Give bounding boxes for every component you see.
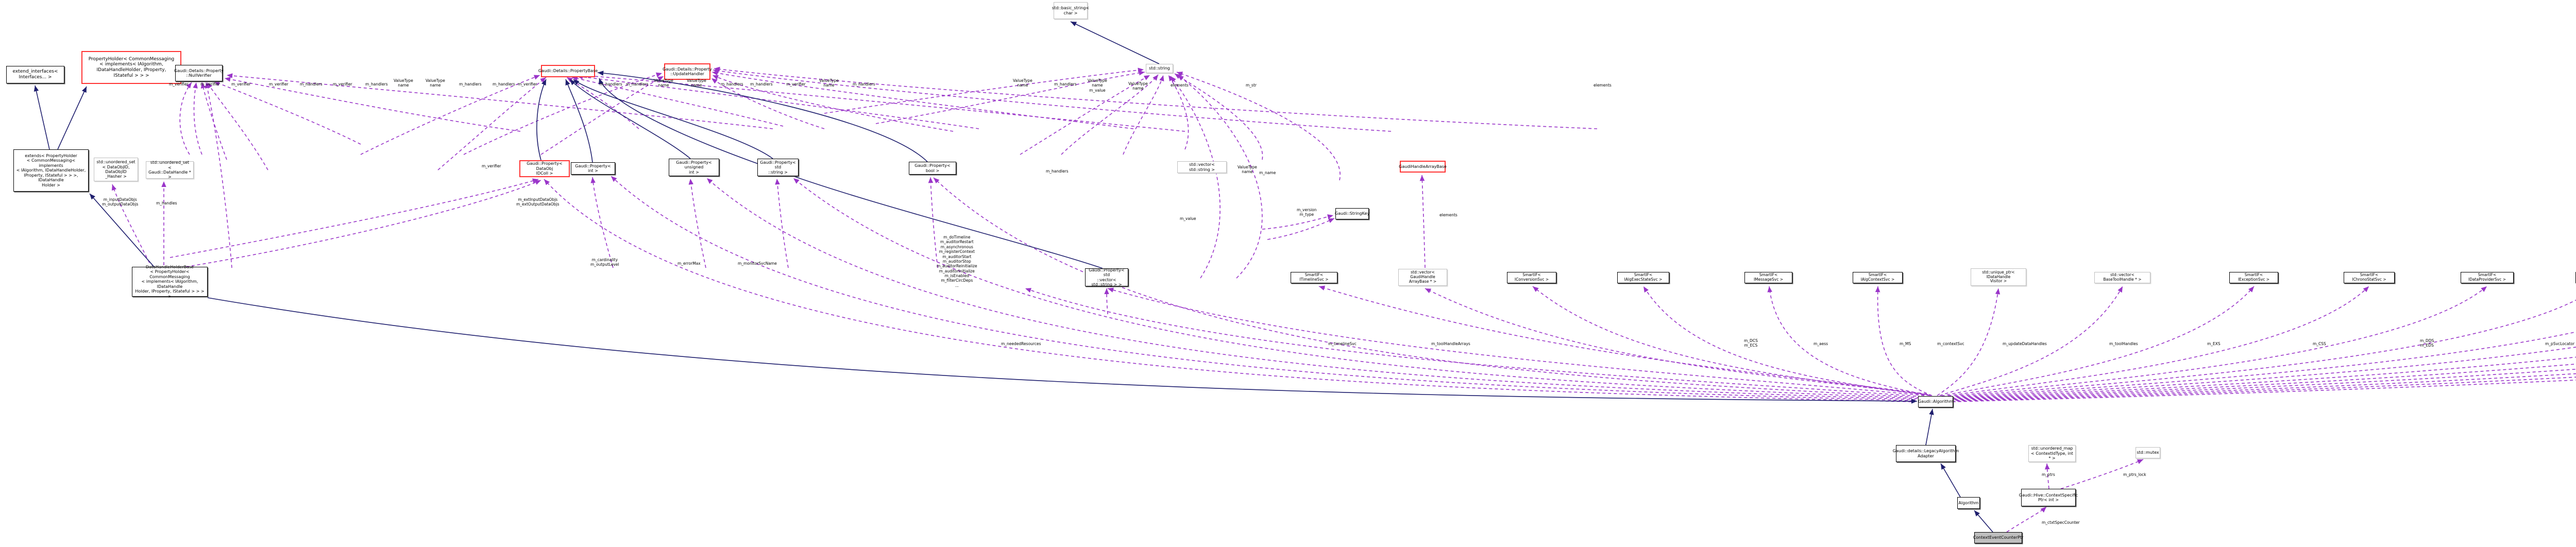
edge-label-lbl-boolprops: m_doTimeline m_auditorRestart m_asynchro… — [937, 235, 977, 288]
edge-label-lbl-monitorsvc: m_monitorSvcName — [738, 261, 777, 266]
class-node-propholder_cm[interactable]: PropertyHolder< CommonMessaging < implem… — [81, 51, 181, 84]
edge-label-lbl-m_name: m_name — [1259, 170, 1276, 175]
edge-label-lbl-m_verifier-3: m_verifier — [231, 82, 251, 87]
edge-label-lbl-vt-7: ValueType name — [1128, 81, 1148, 91]
edge-label-lbl-cardinality: m_cardinality m_outputLevel — [590, 258, 619, 267]
edge-label-lbl-vt-5: ValueType name — [1013, 78, 1032, 88]
class-node-prop_dataobjidcoll[interactable]: Gaudi::Property< DataObj IDColl > — [519, 160, 570, 177]
edge-label-lbl-vt-4: ValueType name — [819, 78, 839, 88]
class-node-extend_interfaces[interactable]: extend_interfaces< Interfaces... > — [6, 66, 64, 83]
class-node-smartif_dataprov[interactable]: SmartIF< IDataProviderSvc > — [2461, 272, 2514, 283]
class-node-umap_ctxid[interactable]: std::unordered_map < ContextIdType, int … — [2028, 445, 2076, 462]
edge-label-lbl-ms: m_MS — [1900, 341, 1911, 346]
class-node-uptr_dhvisitor[interactable]: std::unique_ptr< IDataHandle Visitor > — [1971, 268, 2026, 286]
class-node-dhhb[interactable]: DataHandleHolderBase < PropertyHolder< C… — [132, 265, 208, 299]
class-node-legacy_adapter[interactable]: Gaudi::details::LegacyAlgorithm Adapter — [1893, 445, 1959, 462]
class-node-ctxspecptr[interactable]: Gaudi::Hive::ContextSpecific Ptr< int > — [2019, 489, 2078, 506]
class-node-nullverifier[interactable]: Gaudi::Details::Property ::NullVerifier — [174, 65, 224, 81]
edge-label-lbl-m_verifier-8: m_verifier — [482, 164, 501, 168]
class-node-vec_string[interactable]: std::vector< std::string > — [1177, 161, 1227, 173]
edge-label-lbl-vt-0: ValueType name — [394, 78, 413, 88]
class-node-algorithm[interactable]: Algorithm — [1957, 497, 1980, 509]
class-node-smartif_timeline[interactable]: SmartIF< ITimelineSvc > — [1291, 272, 1337, 283]
class-node-smartif_msg[interactable]: SmartIF< IMessageSvc > — [1744, 272, 1792, 283]
edge-label-lbl-aess: m_aess — [1814, 341, 1828, 346]
edge-label-lbl-dcs-ecs: m_DCS m_ECS — [1744, 338, 1758, 348]
edge-label-lbl-m_verifier-7: m_verifier — [786, 82, 806, 87]
class-node-smartif_algctx[interactable]: SmartIF< IAlgContextSvc > — [1853, 272, 1903, 283]
edge-label-lbl-m_handlers-8: m_handlers — [853, 82, 875, 87]
edge-label-lbl-vt-1: ValueType name — [426, 78, 445, 88]
edge-label-lbl-vt-3: ValueType name — [687, 78, 706, 88]
class-node-smartif_exc[interactable]: SmartIF< IExceptionSvc > — [2229, 272, 2278, 283]
class-node-smartif_algexec[interactable]: SmartIF< IAlgExecStateSvc > — [1617, 272, 1669, 283]
class-node-prop_vecstring[interactable]: Gaudi::Property< std ::vector< std::stri… — [1085, 268, 1128, 287]
edge-label-lbl-m_handlers-4: m_handlers — [600, 82, 622, 87]
class-node-ctxeventcounterptr[interactable]: ContextEventCounterPtr — [1973, 532, 2023, 543]
edge-label-lbl-m_handlers-7: m_handlers — [750, 82, 773, 87]
edge-label-lbl-vt-2: ValueType name — [654, 78, 673, 88]
edge-label-lbl-m_handlers-0: m_handlers — [300, 82, 323, 87]
edge-label-lbl-elements-3: elements — [1439, 213, 1458, 217]
edge-label-lbl-m_str: m_str — [1246, 83, 1257, 88]
class-node-updatehandler[interactable]: Gaudi::Details::Property ::UpdateHandler — [663, 63, 712, 80]
class-node-prop_int[interactable]: Gaudi::Property< int > — [571, 162, 615, 175]
edge-label-lbl-m_handlers-10: m_handlers — [1046, 169, 1069, 174]
edge-label-lbl-m_verifier-5: m_verifier — [333, 82, 352, 87]
class-node-basic_string[interactable]: std::basic_string< char > — [1052, 2, 1089, 19]
edge-label-lbl-errormax: m_errorMax — [677, 261, 701, 266]
class-node-smartif_chrono[interactable]: SmartIF< IChronoStatSvc > — [2344, 272, 2395, 283]
class-node-extends_propholder[interactable]: extends< PropertyHolder < CommonMessagin… — [13, 149, 89, 192]
class-node-smartif_conv[interactable]: SmartIF< IConversionSvc > — [1507, 272, 1556, 283]
edge-label-lbl-elements-1: elements — [1594, 83, 1612, 88]
edge-label-lbl-exs: m_EXS — [2207, 341, 2221, 346]
edge-label-lbl-psvcloc: m_pSvcLocator — [2545, 341, 2575, 346]
class-node-gaudihandlearraybase[interactable]: GaudiHandleArrayBase — [1399, 161, 1447, 173]
edge-label-lbl-input-output: m_inputDataObjs m_outputDataObjs — [102, 197, 139, 207]
edge-label-lbl-ctxtspeccounter: m_ctxtSpecCounter — [2042, 520, 2080, 525]
edge-label-lbl-elements-0: elements — [1171, 83, 1189, 88]
edge-label-lbl-ptrslock: m_ptrs_lock — [2123, 472, 2146, 477]
class-node-prop_string[interactable]: Gaudi::Property< std ::string > — [757, 159, 799, 176]
edge-label-lbl-toolhandles: m_toolHandles — [2109, 341, 2138, 346]
edge-label-lbl-m_handlers-5: m_handlers — [626, 82, 649, 87]
edge-label-lbl-css: m_CSS — [2313, 341, 2326, 346]
edge-label-lbl-ptrs: m_ptrs — [2042, 472, 2055, 477]
edge-label-lbl-m_handlers-1: m_handlers — [365, 82, 388, 87]
edge-label-lbl-vt-6: ValueType name m_value — [1088, 78, 1107, 93]
edge-label-lbl-vt-8: ValueType name — [1238, 165, 1257, 175]
edge-label-lbl-neededres: m_neededResources — [1001, 341, 1041, 346]
edge-label-lbl-m_handlers-9: m_handlers — [1054, 82, 1077, 87]
class-node-uset_dataobjid[interactable]: std::unordered_set < DataObjID, DataObjI… — [94, 158, 138, 181]
edge-label-lbl-m_version: m_version m_type — [1297, 208, 1317, 217]
class-node-propertybase[interactable]: Gaudi::Details::PropertyBase — [538, 65, 598, 77]
edge-label-lbl-updatedh: m_updateDataHandles — [2003, 341, 2047, 346]
edge-label-lbl-m_handles: m_handles — [156, 201, 177, 206]
class-node-vec_gaudihandle[interactable]: std::vector< GaudiHandle ArrayBase * > — [1398, 269, 1447, 286]
class-node-stringkey[interactable]: Gaudi::StringKey — [1335, 208, 1369, 219]
edge-label-lbl-timelinesvc: m_timelineSvc — [1328, 341, 1357, 346]
class-node-std_mutex[interactable]: std::mutex — [2136, 447, 2160, 458]
edge-label-lbl-dds-eds: m_DDS m_EDS — [2420, 338, 2434, 348]
edge-label-lbl-toolhandlearrays: m_toolHandleArrays — [1431, 341, 1470, 346]
inheritance-edges — [33, 21, 1993, 533]
edge-label-lbl-m_verifier-1: m_verifier — [169, 82, 189, 87]
class-node-std_string[interactable]: std::string — [1146, 64, 1173, 73]
edge-label-lbl-m_handlers-6: m_handlers — [721, 82, 743, 87]
edge-label-lbl-m_verifier-4: m_verifier — [269, 82, 289, 87]
class-node-gaudi_algorithm[interactable]: Gaudi::Algorithm — [1918, 396, 1953, 407]
class-node-prop_bool[interactable]: Gaudi::Property< bool > — [909, 162, 956, 175]
edge-label-lbl-m_verifier-6: m_verifier — [518, 82, 537, 87]
class-node-vec_basetool[interactable]: std::vector< BaseToolHandle * > — [2094, 272, 2150, 283]
class-node-uset_datahandle[interactable]: std::unordered_set < Gaudi::DataHandle *… — [146, 160, 194, 179]
edge-label-lbl-extdataobjs: m_extInputDataObjs m_extOutputDataObjs — [516, 197, 560, 207]
edge-label-lbl-m_value: m_value — [1180, 216, 1196, 221]
usage-edges — [111, 66, 2576, 533]
edge-label-lbl-contextsvc: m_contextSvc — [1937, 341, 1964, 346]
class-node-prop_uint[interactable]: Gaudi::Property< unsigned int > — [669, 159, 719, 176]
edge-label-lbl-m_handlers-2: m_handlers — [459, 82, 482, 87]
edge-label-lbl-m_verifier-2: m_verifier — [200, 82, 220, 87]
edge-label-lbl-m_handlers-3: m_handlers — [493, 82, 515, 87]
